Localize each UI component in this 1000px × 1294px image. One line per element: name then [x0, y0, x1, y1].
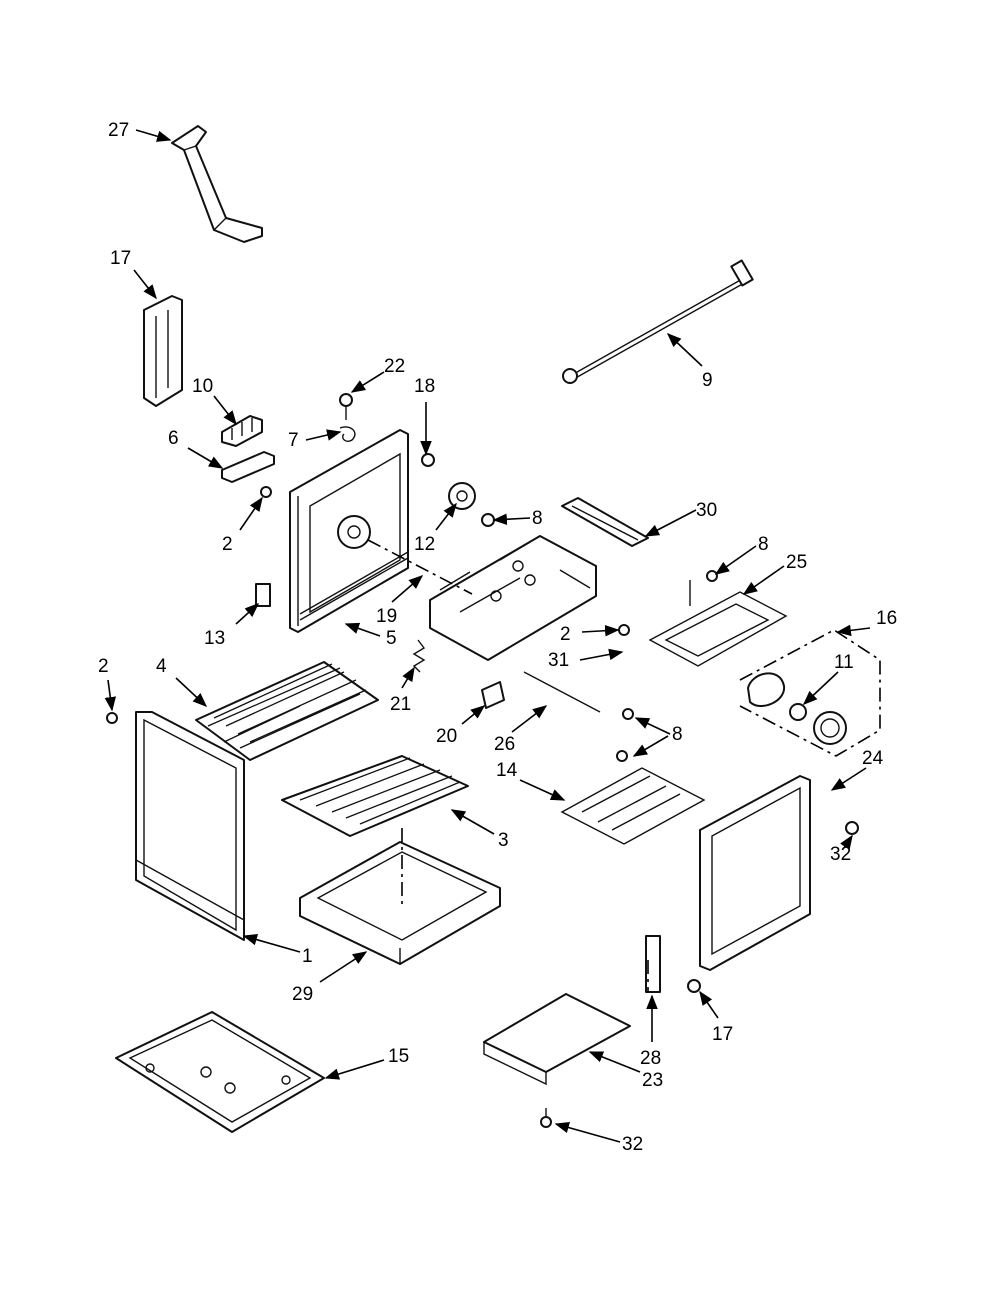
callout-8: 8	[758, 534, 769, 555]
rear-panel-part	[289, 429, 409, 633]
spring-part	[412, 639, 426, 673]
screw-part	[339, 393, 353, 420]
screw-part	[481, 513, 495, 527]
callout-29: 29	[292, 984, 313, 1005]
burner-box-part	[429, 535, 597, 661]
callout-7: 7	[288, 430, 299, 451]
screw-part	[106, 712, 118, 724]
callout-26: 26	[494, 734, 515, 755]
bracket-part	[171, 125, 263, 243]
screw-part	[618, 624, 630, 636]
side-panel-part	[699, 775, 811, 971]
clip-part	[339, 426, 356, 443]
heating-element-part	[561, 497, 649, 547]
callout-19: 19	[376, 606, 397, 627]
broil-element-part	[560, 767, 706, 845]
callout-27: 27	[108, 120, 129, 141]
oven-door-part	[135, 711, 245, 941]
callout-30: 30	[696, 500, 717, 521]
grommet-part	[421, 453, 435, 467]
gear-part	[448, 482, 476, 510]
callout-25: 25	[786, 552, 807, 573]
callout-2: 2	[222, 534, 233, 555]
callout-11: 11	[834, 652, 854, 673]
bake-element-part	[648, 580, 788, 667]
callout-16: 16	[876, 608, 897, 629]
callout-20: 20	[436, 726, 457, 747]
callout-32: 32	[830, 844, 851, 865]
bottom-cover-part	[483, 993, 631, 1086]
light-assembly-part	[747, 672, 847, 745]
drawer-part	[299, 841, 501, 966]
callout-28: 28	[640, 1048, 661, 1069]
screw-part	[687, 979, 701, 993]
side-rail-part	[645, 935, 661, 993]
callout-24: 24	[862, 748, 884, 769]
power-cord-part	[562, 259, 754, 384]
oven-rack-part	[195, 661, 379, 761]
callout-14: 14	[496, 760, 518, 781]
callout-22: 22	[384, 356, 405, 377]
callout-1: 1	[302, 946, 313, 967]
callout-15: 15	[388, 1046, 409, 1067]
callout-17: 17	[712, 1024, 733, 1045]
screw-part	[540, 1108, 552, 1128]
side-rail-part	[143, 295, 183, 407]
callout-32: 32	[622, 1134, 643, 1155]
callout-23: 23	[642, 1070, 663, 1091]
callout-2: 2	[98, 656, 109, 677]
wire-part	[523, 671, 634, 720]
screw-part	[260, 486, 272, 498]
callout-13: 13	[204, 628, 225, 649]
mounting-bar-part	[221, 451, 275, 483]
callout-8: 8	[532, 508, 543, 529]
bottom-pan-part	[115, 1011, 325, 1133]
screw-part	[845, 821, 859, 835]
callout-3: 3	[498, 830, 509, 851]
callout-31: 31	[548, 650, 569, 671]
callout-8: 8	[672, 724, 683, 745]
callout-18: 18	[414, 376, 435, 397]
callout-17: 17	[110, 248, 131, 269]
callout-10: 10	[192, 376, 213, 397]
lower-rack-part	[281, 755, 469, 837]
valve-part	[481, 681, 505, 709]
screw-part	[706, 570, 718, 582]
callout-9: 9	[702, 370, 713, 391]
small-bracket-part	[255, 583, 271, 607]
callout-6: 6	[168, 428, 179, 449]
callout-4: 4	[156, 656, 167, 677]
callout-2: 2	[560, 624, 571, 645]
terminal-block-part	[221, 415, 263, 447]
callout-21: 21	[390, 694, 411, 715]
callout-12: 12	[414, 534, 435, 555]
screw-part	[616, 750, 628, 762]
callout-5: 5	[386, 628, 397, 649]
